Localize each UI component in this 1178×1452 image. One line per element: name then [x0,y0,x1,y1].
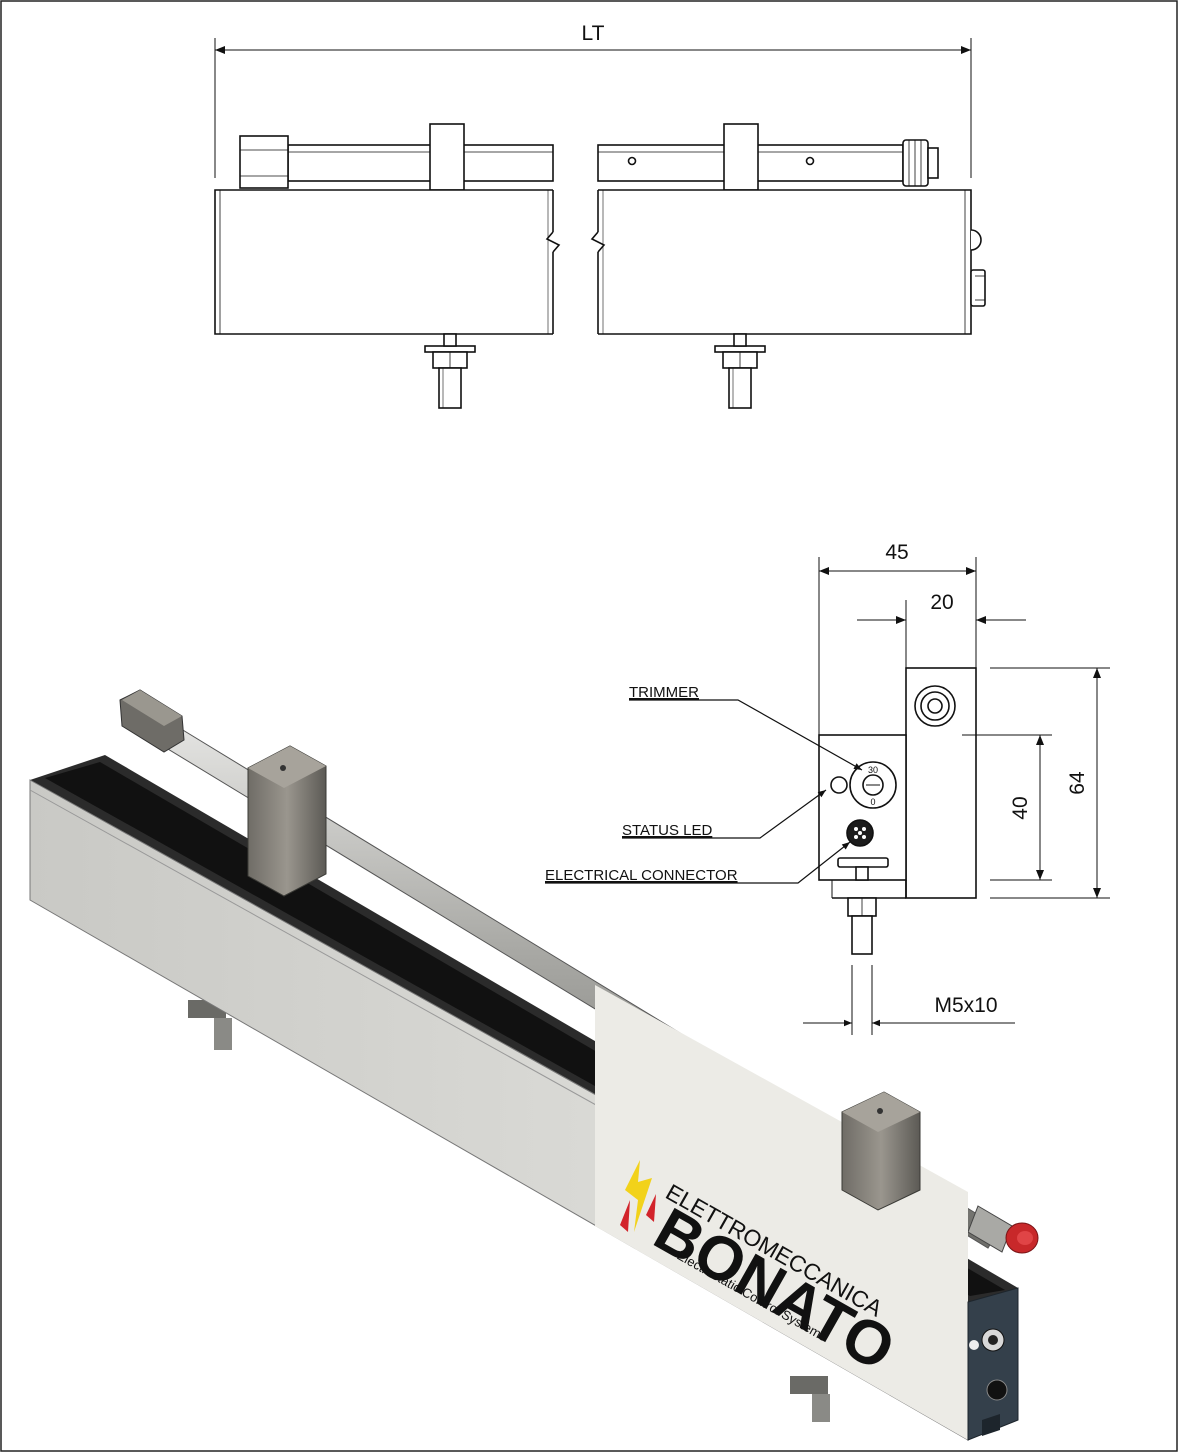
product-render [29,689,1039,1441]
callout-electrical-connector: ELECTRICAL CONNECTOR [545,867,738,884]
dim-width-total: 45 [885,541,908,564]
callout-status-led: STATUS LED [622,822,712,839]
trimmer-scale-min: 0 [870,797,875,807]
side-elevation-view [214,38,986,409]
dim-width-partial: 20 [930,591,953,614]
end-view [545,557,1110,1035]
thread-spec-label: M5x10 [934,994,997,1017]
trimmer-scale-max: 30 [868,765,878,775]
dim-height-partial: 40 [1009,796,1032,819]
dim-height-total: 64 [1066,771,1089,795]
callout-trimmer: TRIMMER [629,684,699,701]
overall-length-label: LT [582,22,605,45]
